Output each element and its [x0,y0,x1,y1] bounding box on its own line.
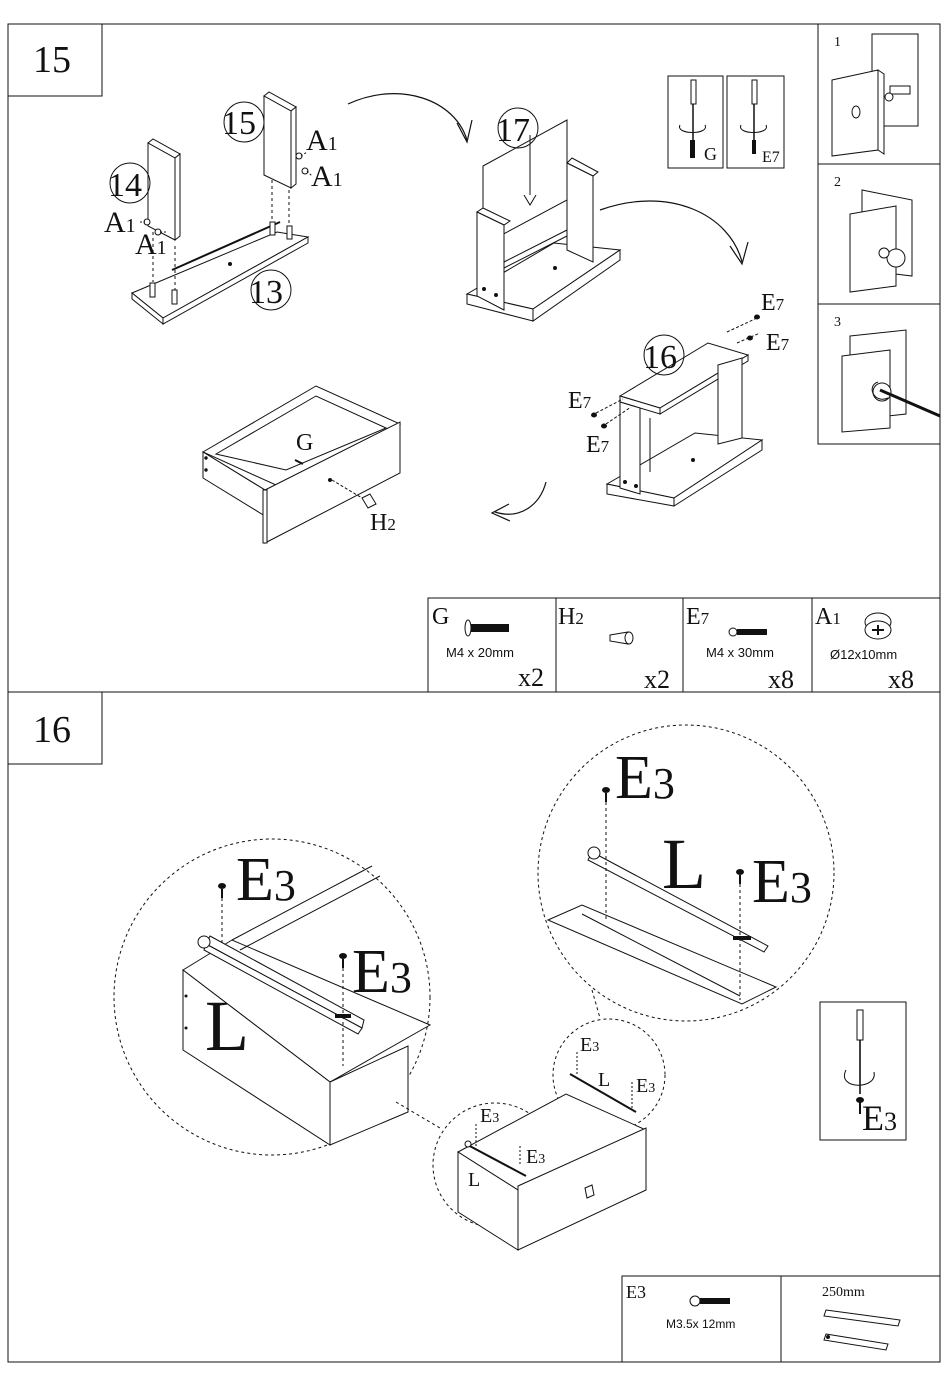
part-16-label-group: 16 [643,335,684,376]
l-label: L [205,986,249,1066]
part-17-label: 17 [496,112,530,149]
part-13-label: 13 [249,274,283,311]
hardware-size: M4 x 30mm [706,645,774,660]
part-16-label: 16 [643,339,677,376]
part-17-label-group: 17 [496,108,538,149]
step-15-panel: 15 [8,24,940,692]
l-label: L [598,1069,610,1091]
screwdriver-tool-e3: E3 [820,1002,906,1140]
hardware-table-15: G M4 x 20mm x2 H2 x2 E7 M4 x 30mm x8 A1 [428,598,940,694]
hardware-size: M4 x 20mm [446,645,514,660]
e3-label: E3 [580,1034,599,1056]
tool-g-label: G [704,144,717,164]
e7-label: E7 [586,432,610,458]
hardware-code: E3 [626,1282,646,1302]
l-label: L [662,824,706,904]
cam-lock-steps: 1 2 3 [818,24,940,444]
hardware-qty: x2 [644,665,670,694]
a1-label: A1 [311,160,343,193]
hardware-qty: x8 [768,665,794,694]
a1-label: A1 [104,206,136,239]
h2-label: H2 [370,510,396,536]
cam-step-1-number: 1 [834,35,841,50]
a1-label: A1 [306,124,338,157]
screwdriver-tool-e7: E7 [727,76,784,168]
e3-label: E3 [480,1105,499,1127]
tool-e7-label: E7 [762,149,780,166]
hardware-size: Ø12x10mm [830,647,897,662]
step-number: 15 [33,39,71,81]
screw-icon [465,620,471,636]
part-14-label: 14 [108,167,142,204]
l-label: L [468,1169,480,1191]
e7-label: E7 [766,330,790,356]
hardware-size: 250mm [822,1285,865,1300]
screwdriver-tool-g: G [668,76,723,168]
e7-label: E7 [568,388,592,414]
screw-icon [729,628,767,636]
step-number: 16 [33,709,71,751]
cam-step-2-number: 2 [834,175,841,190]
hardware-qty: x8 [888,665,914,694]
part-15-label: 15 [222,105,256,142]
e3-label: E3 [636,1075,655,1097]
g-label: G [296,430,313,456]
hardware-qty: x2 [518,663,544,692]
hardware-table-16: E3 M3.5x 12mm 250mm [622,1276,940,1362]
hardware-code: G [432,604,449,630]
cam-step-3-number: 3 [834,315,841,330]
e7-label: E7 [761,290,785,316]
hardware-size: M3.5x 12mm [666,1317,735,1331]
back-panel-assembly-diagram [467,120,620,321]
cam-lock-icon [865,613,891,639]
drawer-runner-diagram [433,1019,665,1250]
